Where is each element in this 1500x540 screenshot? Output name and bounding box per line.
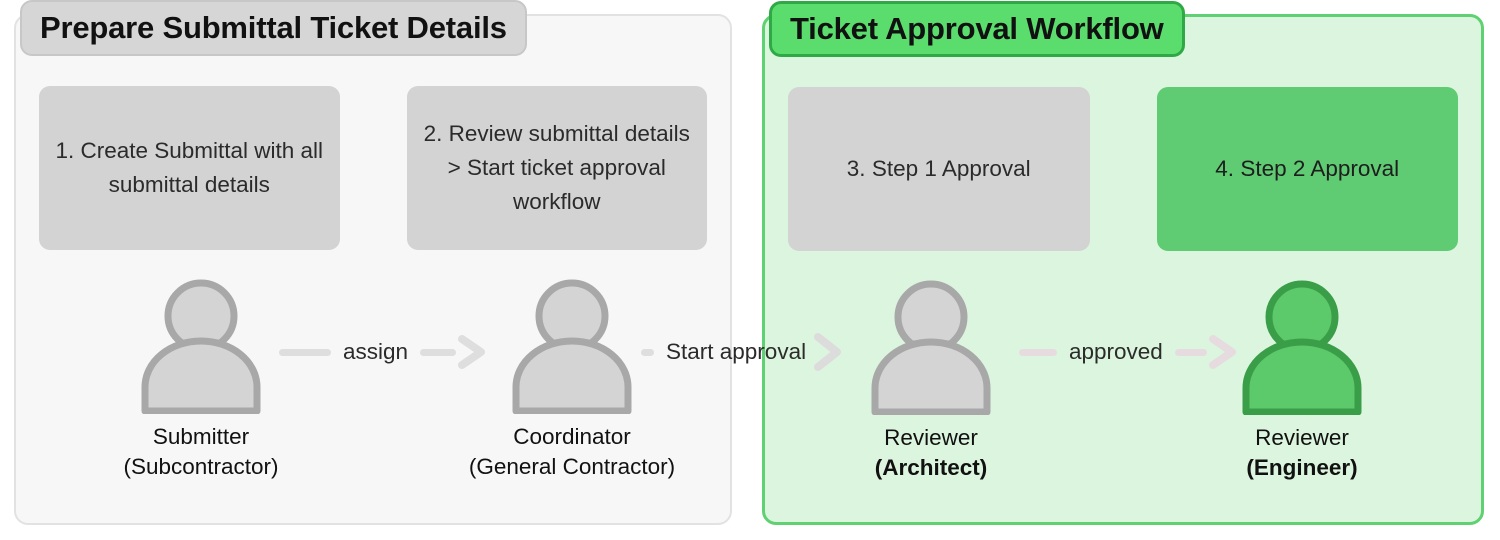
panel-ticket-approval: Ticket Approval Workflow 3. Step 1 Appro… xyxy=(762,1,1484,525)
person-icon xyxy=(1242,280,1362,415)
steps-row-prepare: 1. Create Submittal with all submittal d… xyxy=(39,86,707,250)
person-icon xyxy=(141,279,261,414)
connector-label: Start approval xyxy=(666,339,807,364)
actor-label-coordinator: Coordinator (General Contractor) xyxy=(469,422,675,482)
step-box-4[interactable]: 4. Step 2 Approval xyxy=(1156,87,1458,251)
arrow-right-icon xyxy=(458,335,486,369)
connector-start-approval: Start approval xyxy=(641,332,844,372)
actor-role: Reviewer xyxy=(884,425,978,450)
actors-row-prepare: Submitter (Subcontractor) Coordinator (G… xyxy=(16,274,730,514)
actor-label-reviewer-architect: Reviewer (Architect) xyxy=(875,423,988,483)
actor-role: Reviewer xyxy=(1255,425,1349,450)
connector-line xyxy=(279,348,331,356)
arrow-right-icon xyxy=(814,333,842,371)
panel-title-approval: Ticket Approval Workflow xyxy=(769,1,1185,57)
actors-row-approval: Reviewer (Architect) Reviewer (Engineer) xyxy=(765,275,1481,515)
arrow-right-icon xyxy=(1208,335,1236,369)
connector-line xyxy=(1174,348,1207,356)
actor-reviewer-engineer[interactable]: Reviewer (Engineer) xyxy=(1192,275,1412,483)
panel-title-prepare: Prepare Submittal Ticket Details xyxy=(20,0,527,56)
panel-prepare-submittal: Prepare Submittal Ticket Details 1. Crea… xyxy=(14,0,732,525)
actor-label-submitter: Submitter (Subcontractor) xyxy=(123,422,278,482)
step-box-2[interactable]: 2. Review submittal details > Start tick… xyxy=(406,86,707,250)
actor-org: (Architect) xyxy=(874,455,988,480)
actor-reviewer-architect[interactable]: Reviewer (Architect) xyxy=(821,275,1041,483)
actor-org: (General Contractor) xyxy=(468,454,676,479)
actor-label-reviewer-engineer: Reviewer (Engineer) xyxy=(1246,423,1357,483)
actor-coordinator[interactable]: Coordinator (General Contractor) xyxy=(462,274,682,482)
connector-line xyxy=(641,348,654,356)
connector-approved: approved xyxy=(1019,332,1239,372)
connector-line xyxy=(1019,348,1057,356)
person-icon xyxy=(871,280,991,415)
connector-label: assign xyxy=(343,339,409,364)
actor-org: (Engineer) xyxy=(1246,455,1358,480)
actor-role: Coordinator xyxy=(513,424,631,449)
person-icon xyxy=(512,279,632,414)
connector-line xyxy=(420,348,457,356)
actor-submitter[interactable]: Submitter (Subcontractor) xyxy=(91,274,311,482)
connector-assign: assign xyxy=(279,332,488,372)
connector-label: approved xyxy=(1069,339,1163,364)
actor-role: Submitter xyxy=(152,424,250,449)
steps-row-approval: 3. Step 1 Approval 4. Step 2 Approval xyxy=(788,87,1458,251)
step-box-1[interactable]: 1. Create Submittal with all submittal d… xyxy=(39,86,340,250)
actor-org: (Subcontractor) xyxy=(123,454,279,479)
step-box-3[interactable]: 3. Step 1 Approval xyxy=(788,87,1090,251)
